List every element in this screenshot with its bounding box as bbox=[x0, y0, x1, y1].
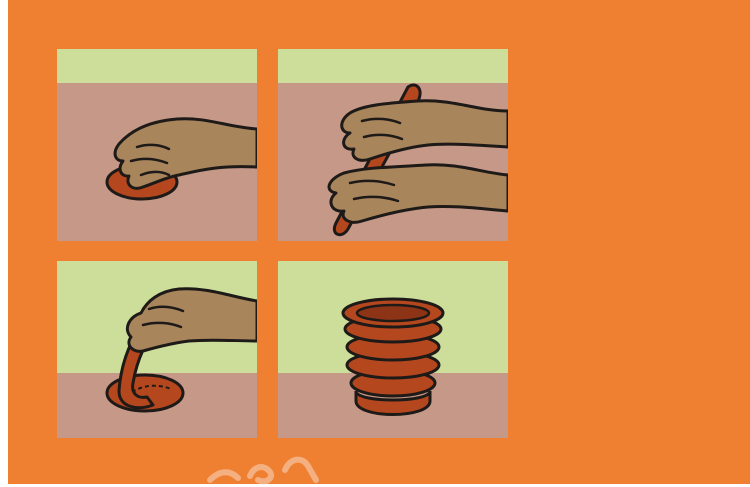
panel-step-4 bbox=[278, 261, 508, 438]
hand-pressing-clay-icon bbox=[57, 49, 257, 241]
coiled-clay-pot-icon bbox=[278, 261, 508, 438]
hand-coiling-base-icon bbox=[57, 261, 257, 438]
panel-step-3 bbox=[57, 261, 257, 438]
panel-step-2 bbox=[278, 49, 508, 241]
panel-step-1 bbox=[57, 49, 257, 241]
watermark-stamp-icon bbox=[190, 440, 340, 487]
hands-rolling-coil-icon bbox=[278, 49, 508, 241]
